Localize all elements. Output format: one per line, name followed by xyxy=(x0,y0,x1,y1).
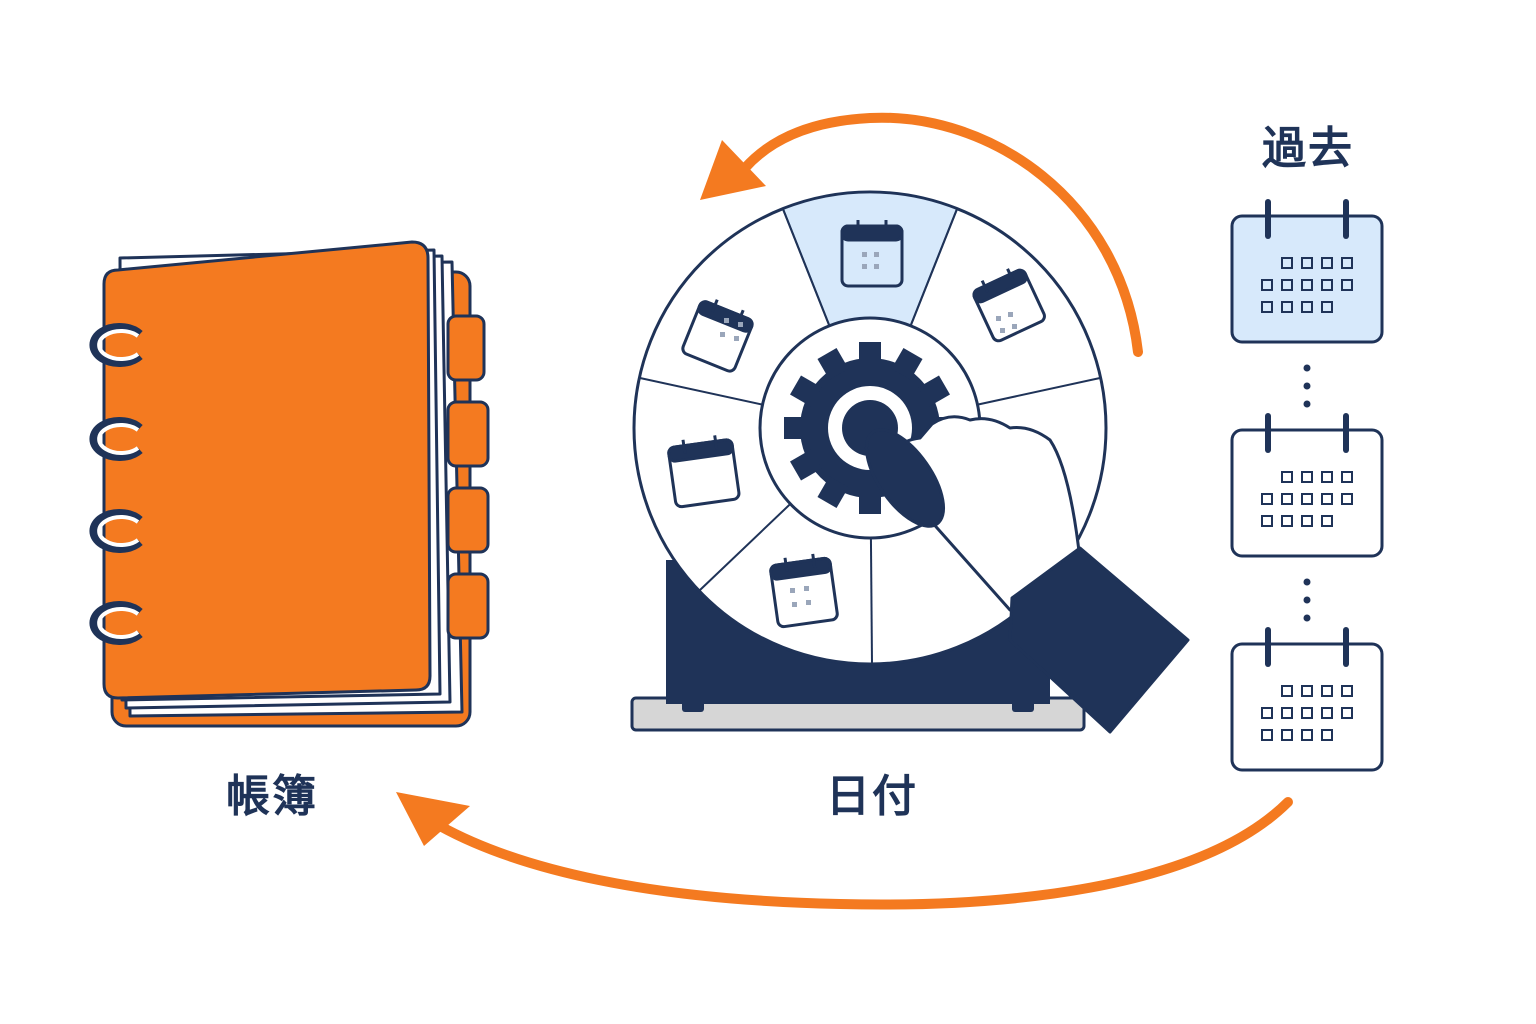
bottom-curved-arrow xyxy=(396,792,1293,910)
top-arrowhead-icon xyxy=(700,140,766,200)
date-dial-wheel-icon xyxy=(630,190,1190,734)
calendar-icon xyxy=(1230,199,1384,344)
calendar-icon xyxy=(1230,413,1384,558)
calendar-icon xyxy=(1230,627,1384,772)
date-label: 日付 xyxy=(826,771,918,822)
pointing-hand-icon xyxy=(864,415,1190,734)
ellipsis-dots-icon xyxy=(1303,364,1311,622)
binder-ring-icon xyxy=(89,323,143,645)
ledger-binder-icon xyxy=(89,240,490,728)
bottom-arrowhead-icon xyxy=(396,792,470,846)
top-curved-arrow xyxy=(700,112,1143,357)
past-label: 過去 xyxy=(1262,123,1354,174)
ledger-label: 帳簿 xyxy=(226,771,318,822)
wheel-calendar-icon xyxy=(667,220,1046,629)
past-calendar-stack xyxy=(1230,199,1384,772)
